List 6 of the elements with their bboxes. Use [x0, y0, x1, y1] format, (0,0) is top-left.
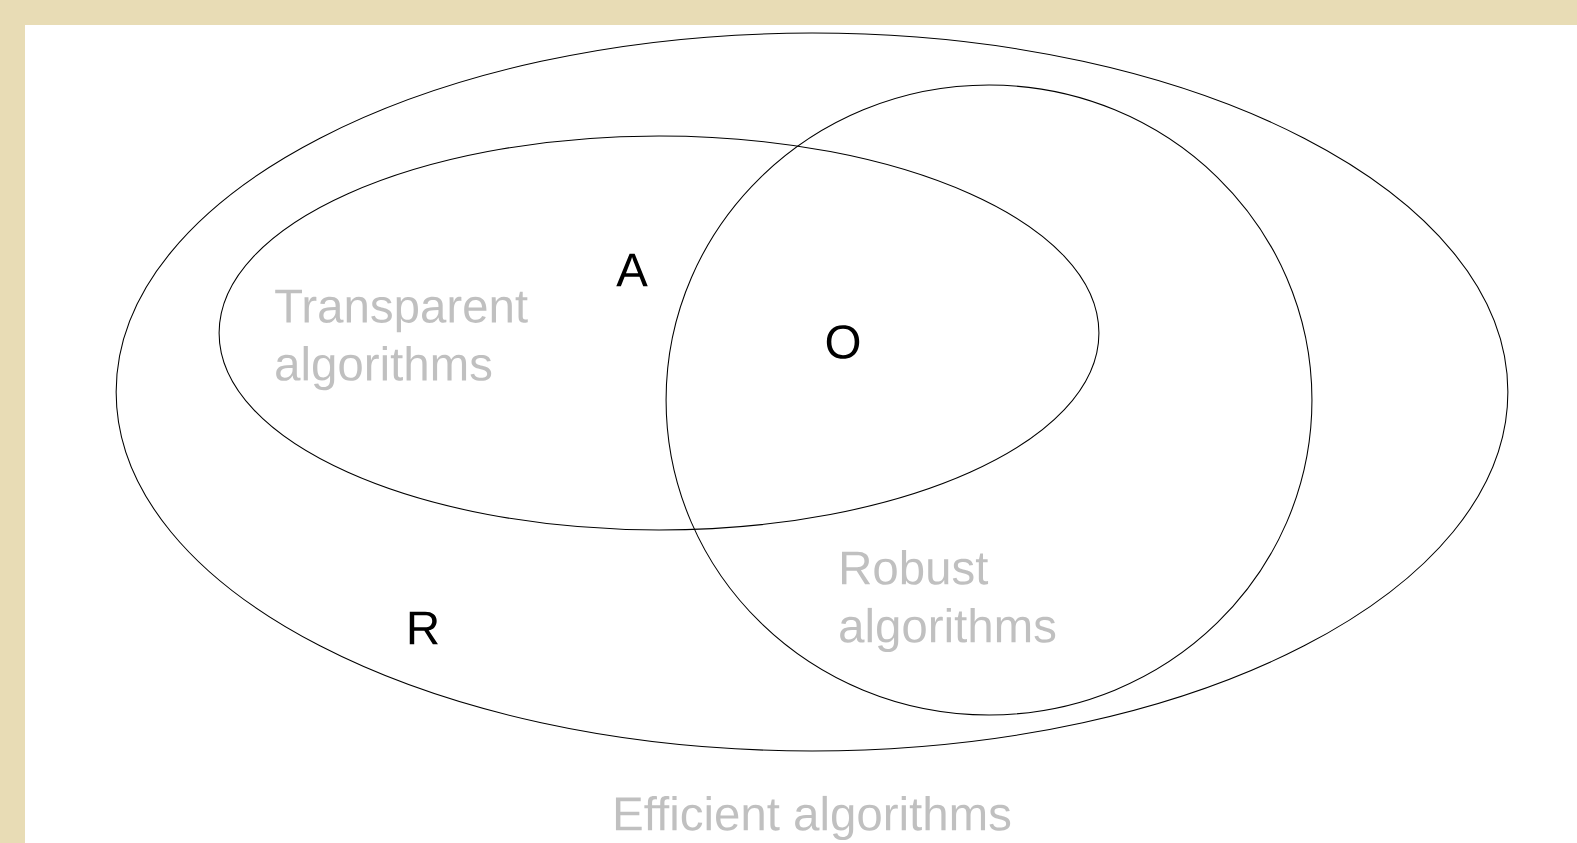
- set-label: Transparent algorithms: [275, 289, 528, 391]
- set-label: Efficient algorithms: [615, 795, 1011, 841]
- region-letter: O: [826, 325, 860, 359]
- set-label: Robust algorithms: [840, 549, 1056, 653]
- region-letter: R: [409, 611, 438, 645]
- region-letter: A: [616, 253, 648, 287]
